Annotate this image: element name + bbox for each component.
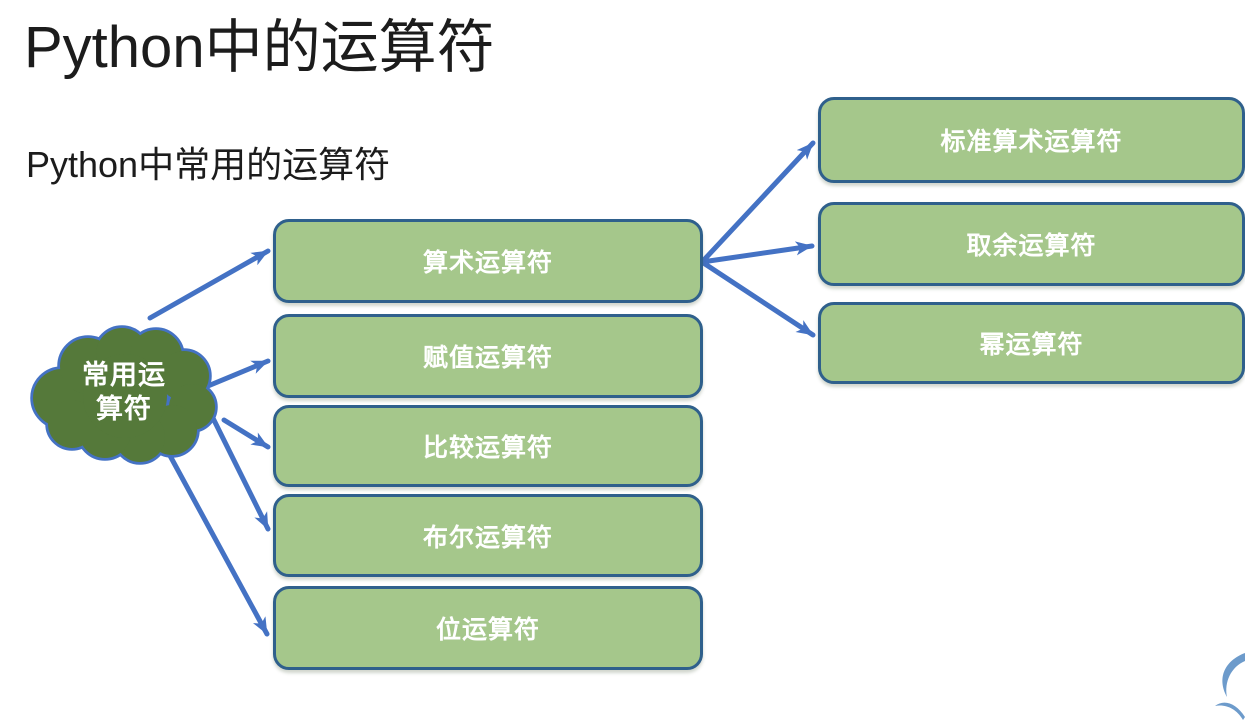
node-label: 取余运算符 <box>966 232 1097 260</box>
arrow-arithmetic-to-power <box>699 259 816 338</box>
arrow-root-to-bitwise <box>165 449 270 637</box>
page-subtitle: Python中常用的运算符 <box>26 144 391 185</box>
swoosh-logo-icon <box>1215 653 1245 720</box>
node-assignment-operators: 赋值运算符 <box>273 314 703 398</box>
arrow-arithmetic-to-standard <box>699 140 816 265</box>
arrow-root-to-assignment <box>205 358 271 389</box>
arrow-arithmetic-to-modulo <box>699 241 815 265</box>
root-node-label: 常用运 算符 <box>48 352 200 434</box>
node-label: 位运算符 <box>435 616 540 644</box>
node-label: 算术运算符 <box>422 249 553 277</box>
node-power-operators: 幂运算符 <box>818 302 1245 384</box>
page-title: Python中的运算符 <box>24 15 495 80</box>
arrow-root-to-arithmetic <box>147 248 271 321</box>
arrow-root-to-comparison <box>221 417 271 450</box>
node-bitwise-operators: 位运算符 <box>273 586 703 670</box>
arithmetic-arrows <box>699 140 816 338</box>
node-label: 幂运算符 <box>979 331 1084 359</box>
node-modulo-operators: 取余运算符 <box>818 202 1245 286</box>
node-label: 比较运算符 <box>422 434 553 462</box>
root-label-line1: 常用运 <box>82 360 166 391</box>
node-label: 标准算术运算符 <box>940 128 1123 156</box>
root-label-line2: 算符 <box>96 394 152 424</box>
node-comparison-operators: 比较运算符 <box>273 405 703 487</box>
node-label: 赋值运算符 <box>422 344 553 372</box>
node-label: 布尔运算符 <box>422 523 553 552</box>
node-boolean-operators: 布尔运算符 <box>273 494 703 577</box>
node-arithmetic-operators: 算术运算符 <box>273 219 703 303</box>
node-standard-arithmetic-operators: 标准算术运算符 <box>818 97 1245 183</box>
